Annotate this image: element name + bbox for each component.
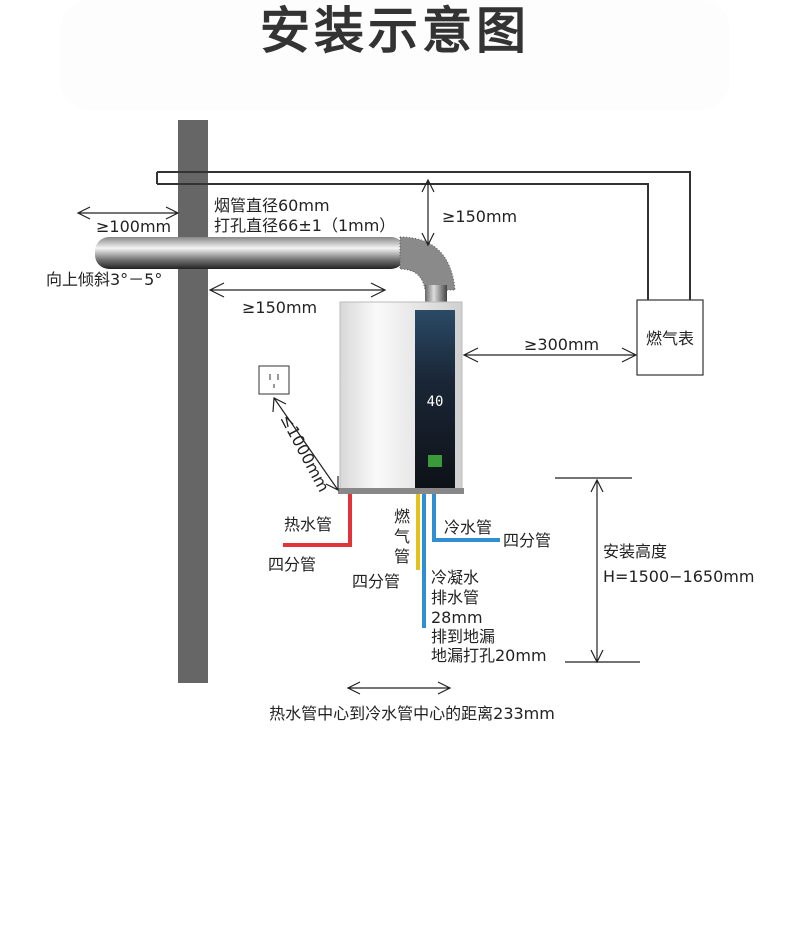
cold-pipe-label: 冷水管 xyxy=(444,518,492,537)
max-1000-label: ≤1000mm xyxy=(276,411,333,495)
power-outlet-icon xyxy=(258,365,290,395)
hot-water-pipe xyxy=(283,494,352,547)
condensate-label-4: 排到地漏 xyxy=(431,627,495,646)
dimension-arrows xyxy=(76,178,640,695)
title-backdrop xyxy=(60,0,730,110)
hot-pipe-size-label: 四分管 xyxy=(268,555,316,574)
gas-pipe-size-label: 四分管 xyxy=(352,572,400,591)
flue-pipe xyxy=(95,236,456,303)
install-height-title: 安装高度 xyxy=(603,542,667,561)
hole-diameter-label: 打孔直径66±1（1mm） xyxy=(214,216,395,235)
cold-water-pipe xyxy=(432,494,500,542)
water-heater: 40 xyxy=(338,301,464,494)
center-distance-label: 热水管中心到冷水管中心的距离233mm xyxy=(269,704,555,723)
min-150-side-label: ≥150mm xyxy=(242,298,317,317)
condensate-label-3: 28mm xyxy=(431,608,483,627)
page-title: 安装示意图 xyxy=(260,2,530,60)
min-300-label: ≥300mm xyxy=(524,335,599,354)
temperature-display: 40 xyxy=(427,394,444,410)
gas-pipe-label-1: 燃 xyxy=(394,507,410,526)
install-height-value: H=1500−1650mm xyxy=(603,567,754,586)
gas-meter-label: 燃气表 xyxy=(646,329,694,348)
hot-pipe-label: 热水管 xyxy=(284,515,332,534)
condensate-label-5: 地漏打孔20mm xyxy=(431,646,547,665)
min-100-label: ≥100mm xyxy=(96,217,171,236)
leaf-icon xyxy=(428,455,442,467)
gas-supply-pipe xyxy=(156,171,691,300)
cold-pipe-size-label: 四分管 xyxy=(503,531,551,550)
gas-pipe-label-3: 管 xyxy=(394,547,410,566)
condensate-label-2: 排水管 xyxy=(431,588,479,607)
wall xyxy=(178,120,208,683)
gas-meter-box xyxy=(636,299,704,376)
tilt-label: 向上倾斜3°－5° xyxy=(46,270,162,289)
condensate-label-1: 冷凝水 xyxy=(431,568,479,587)
flue-diameter-label: 烟管直径60mm xyxy=(214,196,330,215)
gas-pipe-label-2: 气 xyxy=(394,527,410,546)
min-150-top-label: ≥150mm xyxy=(442,207,517,226)
